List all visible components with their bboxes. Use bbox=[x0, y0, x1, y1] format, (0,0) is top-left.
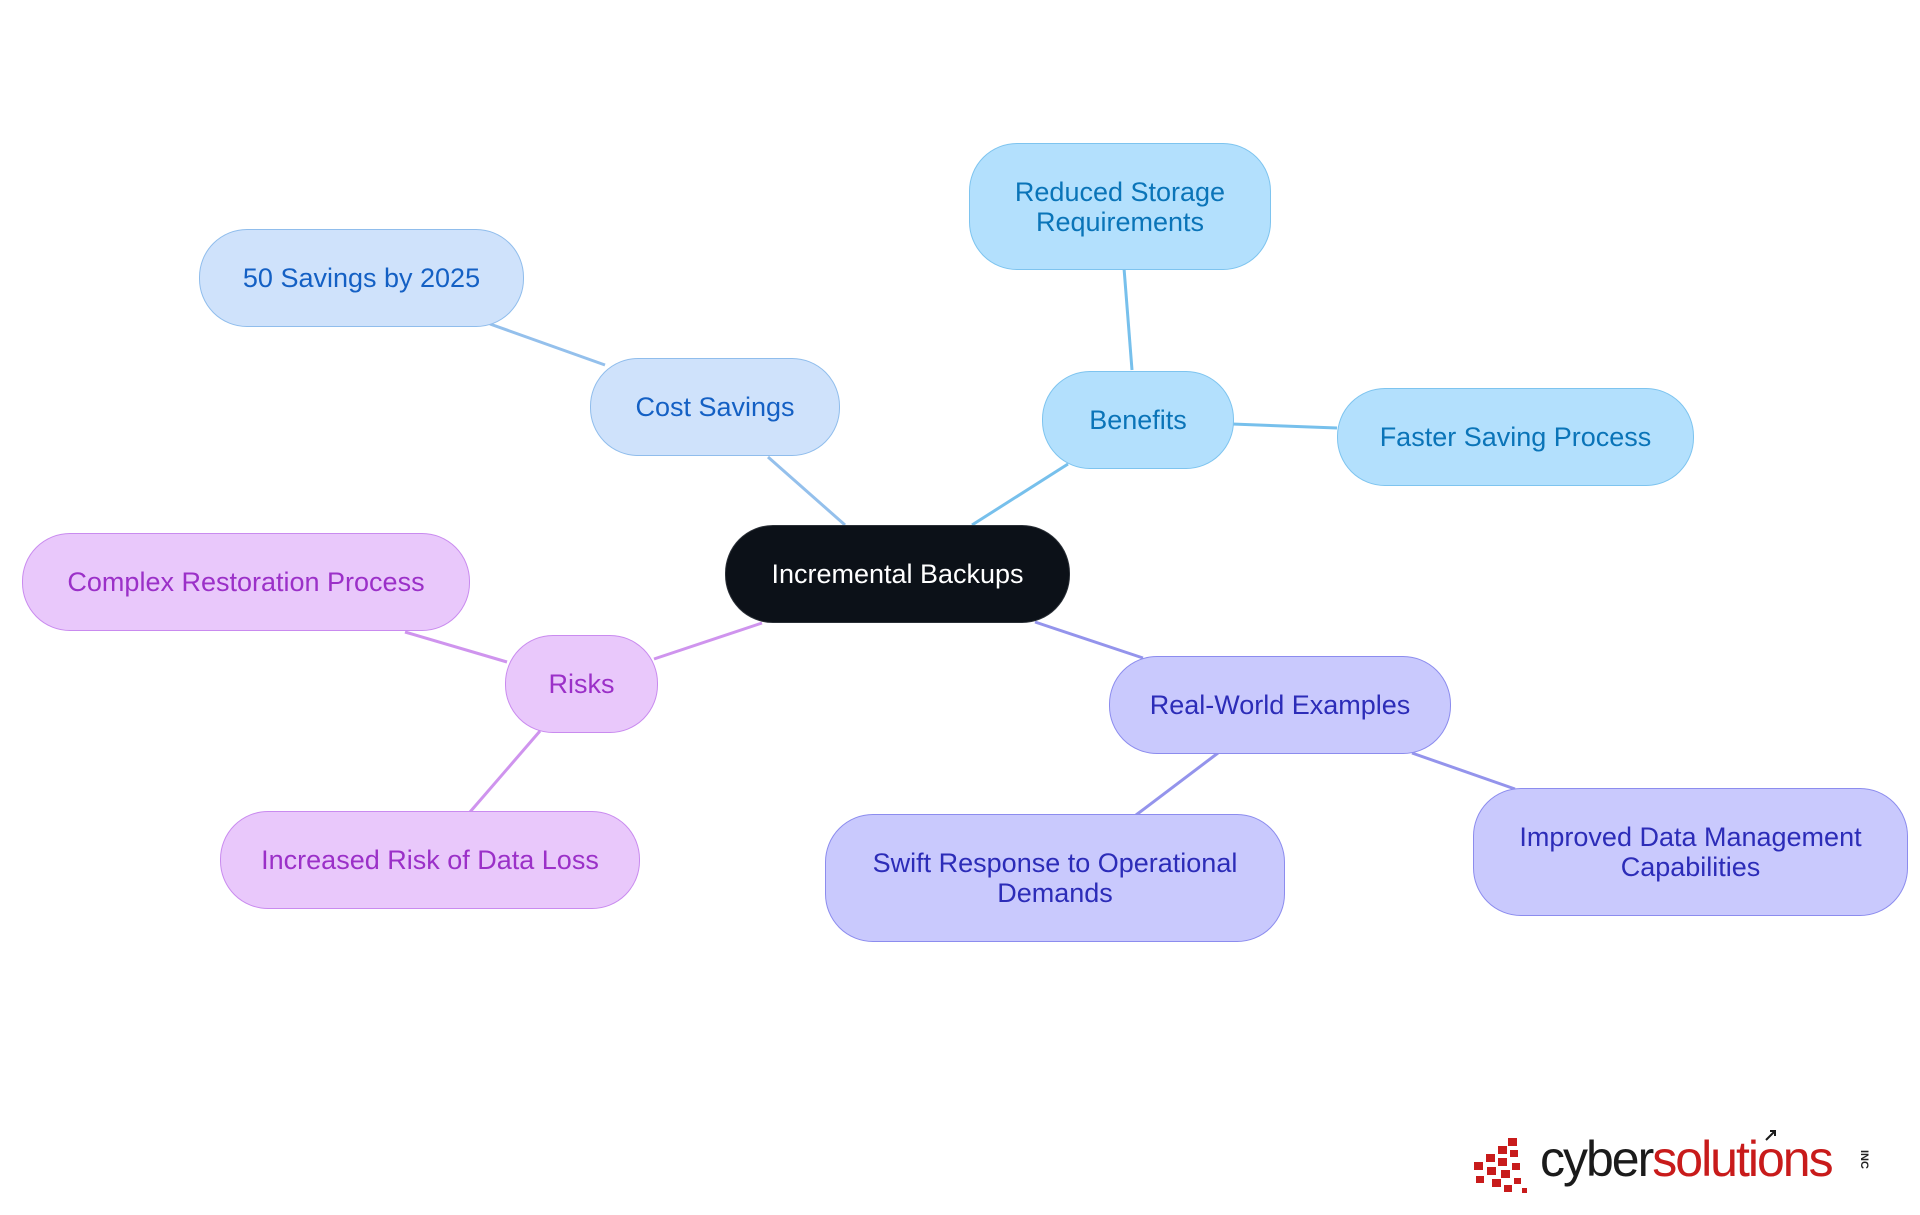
edge-root-benefits bbox=[971, 462, 1069, 527]
branch-benefits-label: Benefits bbox=[1089, 405, 1187, 435]
leaf-faster-saving-label: Faster Saving Process bbox=[1379, 422, 1652, 452]
branch-real-world-examples: Real-World Examples bbox=[1109, 656, 1451, 754]
logo-word-solutions: solutions bbox=[1652, 1131, 1833, 1187]
leaf-improved-data-management-label: Improved Data Management Capabilities bbox=[1519, 822, 1862, 882]
edge-root-examples bbox=[1034, 620, 1144, 660]
branch-cost-savings: Cost Savings bbox=[590, 358, 840, 456]
leaf-data-loss-label: Increased Risk of Data Loss bbox=[261, 845, 599, 875]
leaf-swift-response: Swift Response to Operational Demands bbox=[825, 814, 1285, 942]
leaf-swift-response-label: Swift Response to Operational Demands bbox=[872, 848, 1238, 908]
pixel-mark-icon bbox=[1474, 1138, 1527, 1193]
cybersolutions-logo: cybersolutions INC bbox=[1468, 1128, 1878, 1198]
logo-inc: INC bbox=[1858, 1150, 1870, 1169]
leaf-savings-2025-label: 50 Savings by 2025 bbox=[242, 263, 481, 293]
edge-risks-dataloss bbox=[468, 730, 542, 813]
leaf-data-loss: Increased Risk of Data Loss bbox=[220, 811, 640, 909]
edge-cost-savings-child bbox=[489, 322, 606, 367]
edge-risks-restoration bbox=[404, 630, 508, 664]
edge-benefits-storage bbox=[1122, 267, 1134, 371]
leaf-complex-restoration: Complex Restoration Process bbox=[22, 533, 470, 631]
edge-examples-improved bbox=[1411, 751, 1516, 791]
branch-benefits: Benefits bbox=[1042, 371, 1234, 469]
leaf-reduced-storage: Reduced Storage Requirements bbox=[969, 143, 1271, 270]
leaf-improved-data-management: Improved Data Management Capabilities bbox=[1473, 788, 1908, 916]
branch-risks: Risks bbox=[505, 635, 658, 733]
logo-wordmark: cybersolutions bbox=[1540, 1130, 1834, 1188]
arrow-icon bbox=[1765, 1130, 1776, 1141]
edge-benefits-faster bbox=[1231, 422, 1338, 430]
branch-risks-label: Risks bbox=[548, 669, 615, 699]
root-label: Incremental Backups bbox=[771, 559, 1024, 589]
branch-cost-savings-label: Cost Savings bbox=[635, 392, 795, 422]
leaf-complex-restoration-label: Complex Restoration Process bbox=[67, 567, 425, 597]
edge-root-cost-savings bbox=[767, 455, 846, 527]
leaf-reduced-storage-label: Reduced Storage Requirements bbox=[1014, 176, 1226, 237]
root-node: Incremental Backups bbox=[725, 525, 1070, 623]
leaf-savings-2025: 50 Savings by 2025 bbox=[199, 229, 524, 327]
edge-examples-swift bbox=[1135, 751, 1219, 817]
branch-real-world-examples-label: Real-World Examples bbox=[1149, 690, 1411, 720]
leaf-faster-saving: Faster Saving Process bbox=[1337, 388, 1694, 486]
edge-root-risks bbox=[653, 621, 763, 661]
logo-word-cyber: cyber bbox=[1540, 1131, 1654, 1187]
